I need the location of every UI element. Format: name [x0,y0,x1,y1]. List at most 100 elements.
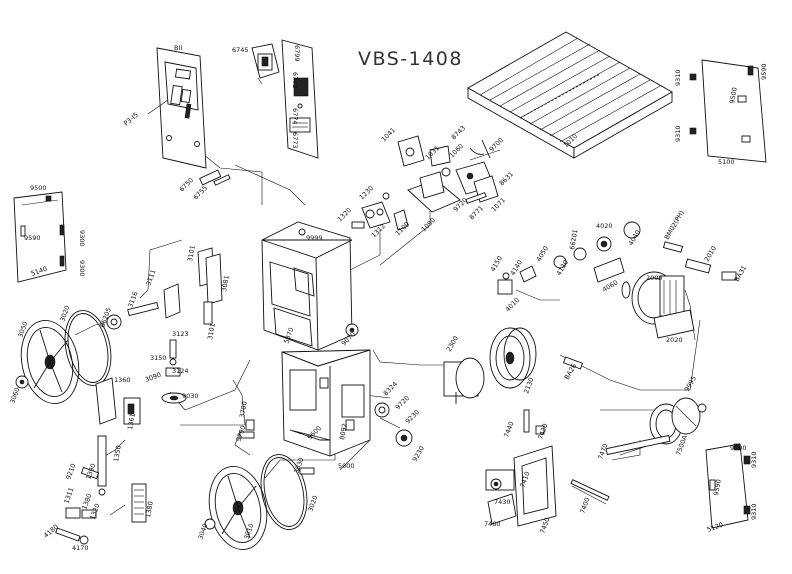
part-label: 9310 [750,451,758,468]
part-label: 9310 [750,503,758,520]
part-label: 7440 [502,420,515,438]
part-label: 9310 [674,69,682,86]
drive-pulley [443,327,584,404]
part-label: 1350 [112,445,123,463]
part-label: 4020 [596,222,613,230]
part-label: 9300 [78,230,86,247]
part-label: 3150 [150,354,167,362]
part-label: 7420 [536,422,549,440]
table-tilt-bracket [485,409,610,527]
part-label: 7460 [484,520,501,528]
circuit-board [281,39,319,159]
part-label: 6774 [291,108,299,125]
diagram-title: VBS-1408 [358,48,463,70]
part-label: 1071 [490,196,507,213]
part-label: 8743 [450,124,467,141]
part-label: 9590 [712,479,723,497]
part-label: 9500 [728,87,739,105]
part-label: 1311 [62,486,75,504]
part-label: 3090 [144,371,162,384]
part-label: 1360 [114,376,131,384]
part-label: 5000 [338,462,355,470]
part-label: 3124 [172,367,189,375]
part-label: 9230 [411,445,426,463]
part-label: 6755 [192,184,209,201]
part-label: 9995 [683,375,698,393]
part-label: 9700 [488,136,505,153]
left-side-door [13,191,67,283]
part-label: 3116 [126,290,139,308]
part-label: 3101 [186,245,197,263]
blade-guide-post [55,377,147,545]
part-label: 9999 [306,234,323,242]
table-trunnion [397,135,499,213]
part-label: 6799 [293,45,301,62]
right-lower-door [705,443,751,529]
switch-box [251,43,280,85]
part-label: 8092 [338,423,349,441]
part-label: 3040 [196,522,209,540]
part-label: 4170 [72,544,89,552]
handwheel-assembly [605,397,707,456]
tension-knob-parts [239,402,413,447]
part-label: 3060 [8,386,21,404]
part-label: 3101 [206,323,217,341]
part-label: 2020 [666,336,683,344]
part-label: 8771 [468,204,485,221]
part-label: 4010 [504,296,521,313]
part-label: BII [174,44,182,52]
part-label: 9030 [182,392,199,400]
part-label: 4150 [489,255,504,273]
part-label: 9230 [404,408,421,425]
part-label: 9300 [78,260,86,277]
part-label: 1041 [380,126,397,143]
upper-wheel [15,310,112,404]
part-label: 9310 [674,125,682,142]
part-label: 9500 [730,444,747,452]
part-label: 4060 [601,279,619,294]
part-label: 8631 [498,170,515,187]
part-label: 6745 [232,46,249,54]
lower-wheel [204,454,315,550]
part-label: 1320 [336,206,353,223]
part-label: 1380 [144,501,155,519]
part-label: 3111 [144,268,157,286]
blade-guide-upper [351,192,409,231]
part-label: BA31 [733,264,749,283]
part-label: 66201 [568,229,579,251]
part-label: 9720 [394,394,411,411]
part-label: 1361 [126,413,137,431]
part-label: 2010 [703,245,718,263]
part-label: 1320 [88,502,101,520]
motor [621,258,737,339]
part-label: 4050 [535,245,550,263]
part-label: 3780 [238,401,249,419]
part-label: 1090 [420,216,437,233]
saw-table-top [467,31,673,159]
control-panel-plate [147,47,207,169]
part-label: P3-I5 [122,111,140,128]
part-label: 3123 [172,330,189,338]
part-label: 1060 [448,142,465,159]
part-label: 3081 [220,275,231,293]
right-upper-door [689,59,767,163]
part-label: 1230 [358,184,375,201]
part-label: 7430 [494,498,511,506]
part-label: 5120 [706,521,724,534]
part-label: 6773 [291,132,299,149]
part-label: 6750 [178,176,195,193]
part-label: 3020 [306,494,319,512]
part-label: 9500 [30,184,47,192]
part-label: BA26 [563,362,579,381]
part-label: 9590 [760,63,768,80]
part-label: 9210 [64,462,77,480]
upper-wheel-assembly [106,247,223,404]
part-label: 2000 [646,274,663,282]
motor-mount-parts [497,221,684,295]
part-label: BM02(PH) [663,209,686,241]
part-label: 2300 [445,335,460,353]
fuse-holder [199,169,231,186]
part-label: 6772 [291,72,299,89]
